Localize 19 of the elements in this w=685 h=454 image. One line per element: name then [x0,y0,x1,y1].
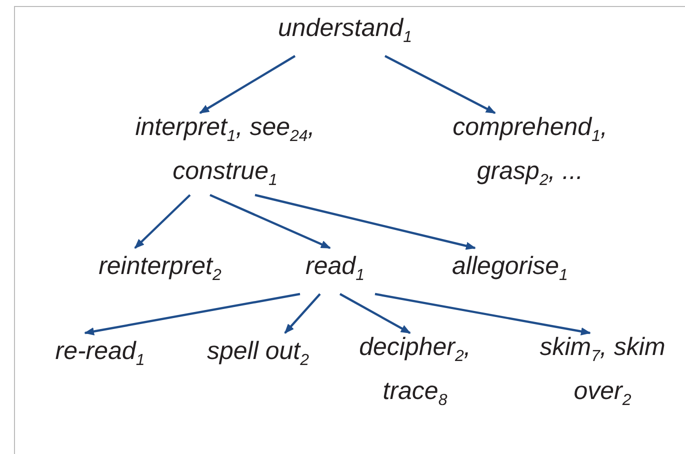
arrow [134,194,191,249]
word-label: skim$_{7}$, skim over$_{2}$ [538,332,666,411]
word-label: spell out$_{2}$ [206,336,310,371]
word-label: read$_{1}$ [306,251,364,286]
arrow [384,55,496,114]
word-label: decipher$_{2}$, trace$_{8}$ [358,332,472,411]
word-label: allegorise$_{1}$ [452,251,568,286]
arrow [84,292,300,336]
arrow [199,55,296,114]
word-label: re-read$_{1}$ [55,336,145,371]
word-label: interpret$_{1}$, see$_{24}$, construe$_{1}$ [134,112,316,191]
word-label: reinterpret$_{2}$ [98,251,222,286]
arrow [374,292,591,336]
arrow [210,194,331,249]
word-label: comprehend$_{1}$, grasp$_{2}$, ... [452,112,608,191]
arrow [284,293,321,334]
word-label: understand$_{1}$ [278,13,412,48]
arrow [339,293,411,334]
arrow [254,194,476,250]
